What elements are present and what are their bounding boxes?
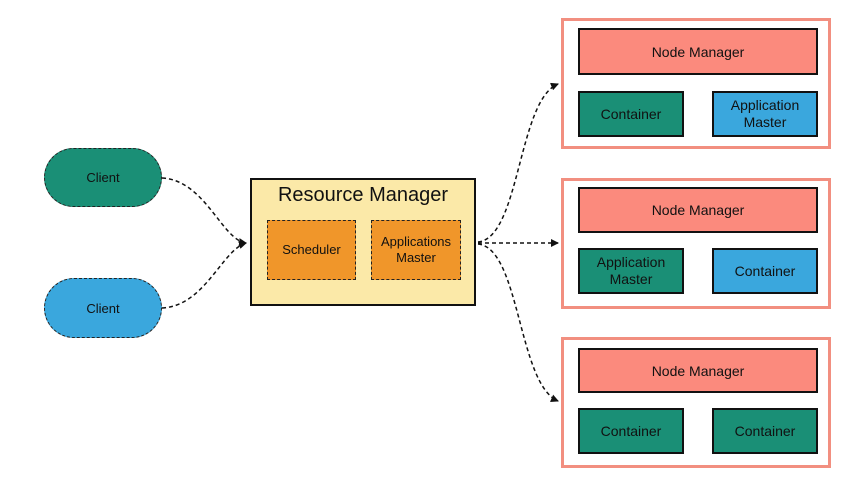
cell-label: Container: [600, 105, 662, 122]
applications-master-label: Applications Master: [380, 234, 452, 265]
client-node-2: Client: [44, 278, 162, 338]
node-group-1: Node Manager Container Application Maste…: [561, 18, 831, 149]
arrow-client1-to-rm: [161, 177, 247, 247]
node-manager-box: Node Manager: [578, 28, 818, 75]
node-group-2: Node Manager Application Master Containe…: [561, 178, 831, 309]
cell-label: Application Master: [730, 97, 800, 130]
arrow-rm-to-node3: [477, 243, 559, 402]
cell-label: Container: [734, 422, 796, 439]
resource-manager-box: Resource Manager Scheduler Applications …: [250, 178, 476, 306]
cell-label: Container: [734, 262, 796, 279]
container-box: Container: [578, 408, 684, 454]
container-box: Container: [578, 91, 684, 137]
resource-manager-title: Resource Manager: [277, 183, 449, 206]
container-box: Container: [712, 408, 818, 454]
node-group-3: Node Manager Container Container: [561, 337, 831, 468]
scheduler-label: Scheduler: [282, 242, 341, 257]
scheduler-box: Scheduler: [267, 220, 356, 280]
client-node-1: Client: [44, 148, 162, 207]
client-label: Client: [86, 170, 120, 185]
arrow-client2-to-rm: [161, 241, 247, 309]
container-box: Container: [712, 248, 818, 294]
applications-master-box: Applications Master: [371, 220, 461, 280]
arrow-rm-to-node1: [477, 82, 559, 243]
node-manager-label: Node Manager: [651, 43, 745, 60]
node-manager-label: Node Manager: [651, 202, 745, 218]
cell-label: Container: [600, 422, 662, 439]
application-master-box: Application Master: [578, 248, 684, 294]
cell-label: Application Master: [596, 254, 666, 287]
node-manager-label: Node Manager: [651, 362, 745, 379]
node-manager-box: Node Manager: [578, 187, 818, 233]
node-manager-box: Node Manager: [578, 348, 818, 393]
client-label: Client: [86, 300, 120, 316]
application-master-box: Application Master: [712, 91, 818, 137]
